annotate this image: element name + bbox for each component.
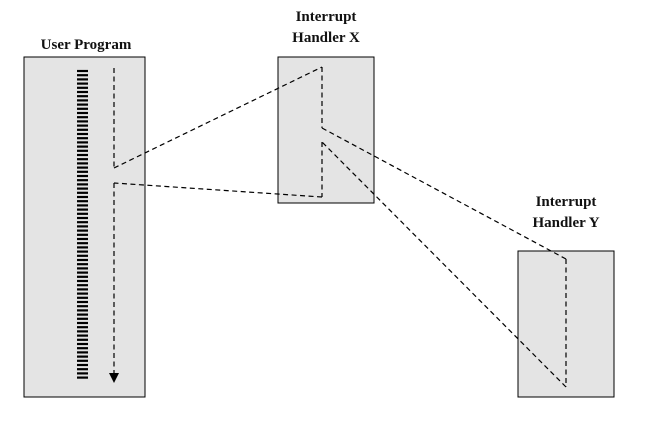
jump-to-handler-y	[321, 127, 567, 260]
handler-x-label-line2: Handler X	[292, 30, 360, 46]
jump-to-handler-x	[113, 66, 323, 169]
user-program-label: User Program	[41, 37, 132, 53]
handler-y-label-line1: Interrupt	[536, 194, 597, 210]
handler-y-box	[517, 250, 615, 398]
handler-y-label-line2: Handler Y	[532, 215, 599, 231]
flow-end-arrow-icon	[109, 373, 119, 383]
instruction-ticks	[77, 69, 88, 379]
return-to-user-program	[113, 182, 323, 198]
handler-x-label-line1: Interrupt	[296, 9, 357, 25]
return-to-handler-x	[321, 141, 567, 388]
